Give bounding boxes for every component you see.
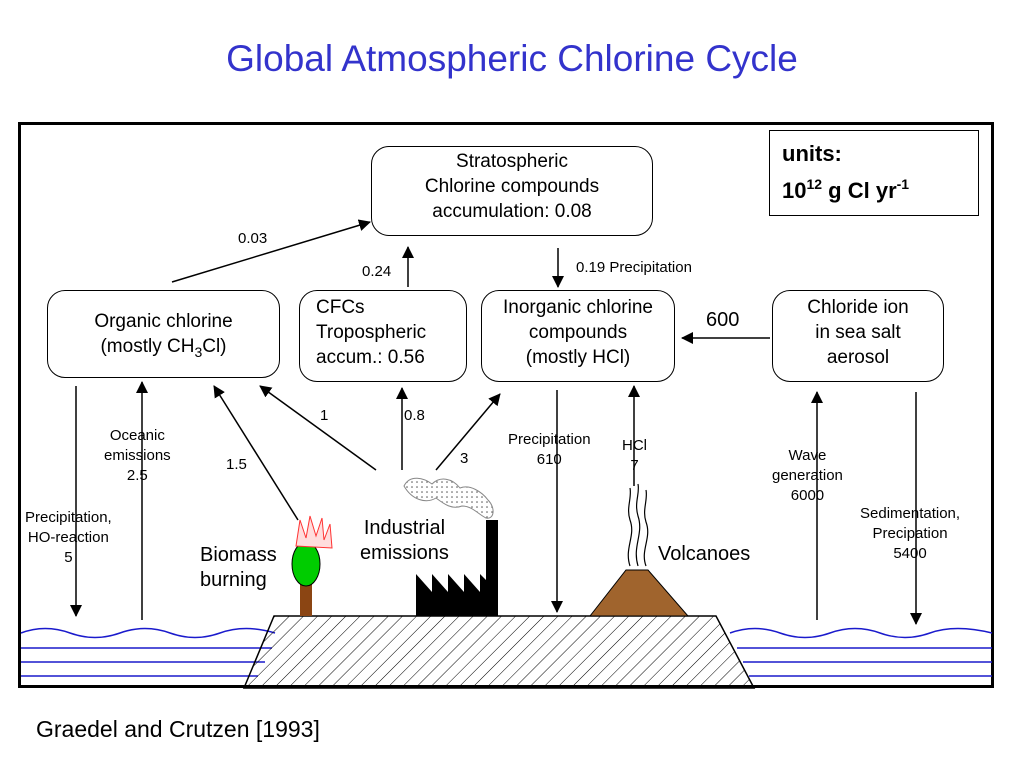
- flux-label-ind-to-cfc: 0.8: [404, 407, 425, 424]
- flux-label-organic-to-strat: 0.03: [238, 230, 268, 247]
- flux-label-biomass: 1.5: [226, 456, 247, 473]
- flux-label-hcl: HCl 7: [622, 437, 647, 474]
- flame-icon: [295, 515, 333, 549]
- flux-arrows: [70, 219, 922, 625]
- factory-icon: [403, 477, 498, 616]
- units-box: units: 1012 g Cl yr-1: [769, 130, 979, 216]
- burning-tree-icon: [291, 515, 333, 616]
- flux-label-strat-precip: 0.19 Precipitation: [576, 259, 692, 276]
- source-label-volcanoes: Volcanoes: [658, 543, 751, 565]
- arrow-ind-to-organic: [259, 385, 377, 471]
- sea: [20, 627, 993, 677]
- flux-label-precip-610: Precipitation 610: [508, 431, 591, 468]
- cfcs-box: CFCs Tropospheric accum.: 0.56: [299, 290, 467, 382]
- source-label-biomass: Biomass burning: [200, 544, 277, 591]
- stratospheric-box: Stratospheric Chlorine compounds accumul…: [371, 146, 653, 236]
- flux-label-precip-ho: Precipitation, HO-reaction 5: [25, 509, 112, 566]
- inorganic-chlorine-box: Inorganic chlorine compounds (mostly HCl…: [481, 290, 675, 382]
- organic-chlorine-box: Organic chlorine (mostly CH3Cl): [47, 290, 280, 378]
- volcano-icon: [588, 483, 690, 617]
- flux-label-seasalt: 600: [706, 309, 740, 331]
- arrow-organic-to-strat: [171, 219, 371, 283]
- page-title: Global Atmospheric Chlorine Cycle: [226, 38, 798, 79]
- source-label-industrial: Industrial emissions: [360, 517, 449, 564]
- arrow-biomass-to-organic: [213, 385, 299, 521]
- flux-label-ind-to-organic: 1: [320, 407, 329, 424]
- arrow-ind-to-inorganic: [435, 393, 501, 471]
- flux-label-ind-to-inorganic: 3: [460, 450, 469, 467]
- source-credit: Graedel and Crutzen [1993]: [36, 716, 320, 742]
- chloride-ion-box: Chloride ion in sea salt aerosol: [772, 290, 944, 382]
- smoke-plume: [403, 477, 494, 519]
- flux-label-sediment: Sedimentation, Precipation 5400: [860, 505, 961, 562]
- land: [242, 615, 756, 689]
- flux-label-oceanic: Oceanic emissions 2.5: [104, 427, 171, 484]
- flux-label-wave: Wave generation 6000: [772, 447, 843, 504]
- flux-label-cfc-to-strat: 0.24: [362, 263, 392, 280]
